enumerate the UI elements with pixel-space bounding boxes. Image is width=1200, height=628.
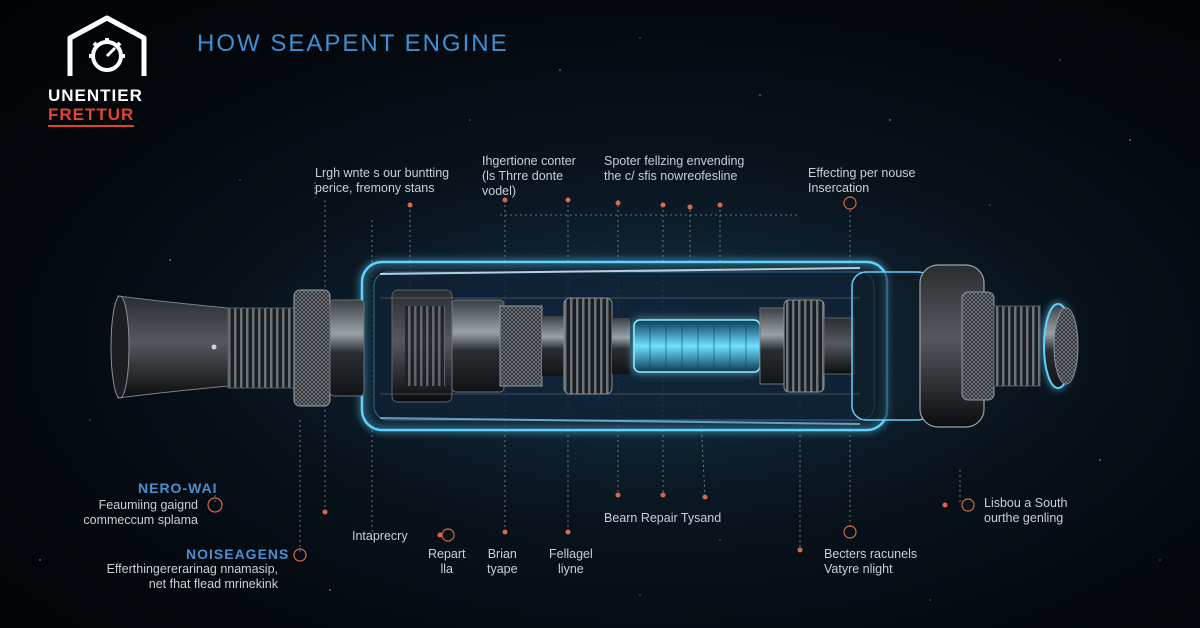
logo-line2: FRETTUR [48,105,135,127]
shield-gear-icon [67,15,147,76]
label-left-2: Efferthingererarinag nnamasip,net fhat f… [106,562,278,591]
logo-line1: UNENTIER [48,86,143,105]
label-left-1-heading: NERO-WAI [138,480,218,496]
label-bottom-intap: Intaprecry [352,529,408,543]
page-title: HOW SEAPENT ENGINE [197,30,509,57]
label-bottom-mid: Bearn Repair Tysand [604,511,722,525]
label-left-2-heading: NOISEAGENS [186,546,290,562]
brand-logo: UNENTIER FRETTUR [48,14,158,127]
